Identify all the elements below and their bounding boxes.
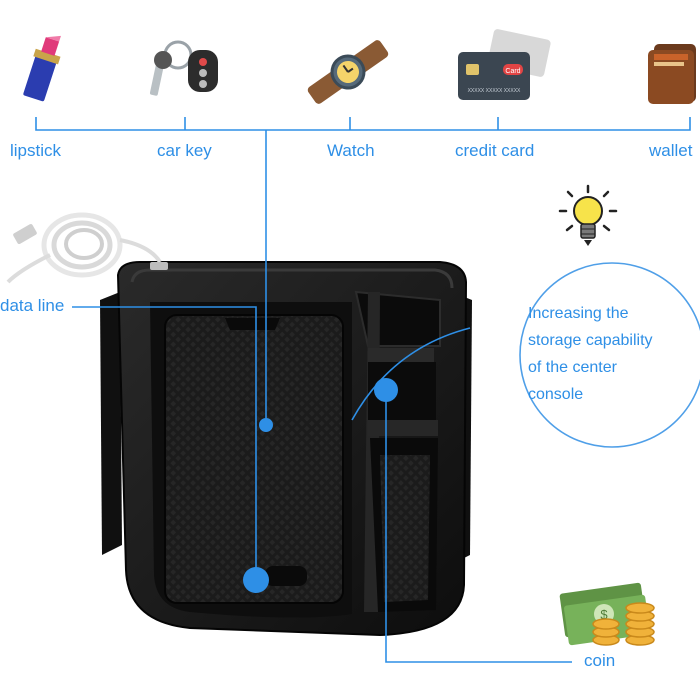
- console-tray: [100, 261, 472, 637]
- light-bulb-icon: [558, 184, 618, 246]
- rubber-mat: [164, 314, 344, 604]
- callout-text: Increasing the storage capability of the…: [528, 300, 698, 408]
- label-watch: Watch: [327, 141, 375, 160]
- car-key-icon: [149, 40, 218, 96]
- item-bracket-line: [35, 117, 691, 131]
- label-coin: coin: [584, 651, 616, 670]
- card-number-text: XXXXX XXXXX XXXXX: [468, 88, 521, 94]
- callout-connector: [351, 327, 471, 421]
- lipstick-icon: [23, 35, 61, 102]
- marker-dot-compartment: [374, 378, 398, 402]
- data-cable-icon: [6, 212, 168, 284]
- callout-line-2: storage capability: [528, 332, 653, 349]
- coin-connector: [385, 390, 572, 663]
- label-credit-card: credit card: [455, 141, 535, 160]
- data-line-connector: [72, 306, 257, 580]
- callout-line-3: of the center: [528, 359, 617, 376]
- callout-line-1: Increasing the: [528, 305, 629, 322]
- watch-icon: [307, 40, 389, 104]
- label-wallet: wallet: [649, 141, 693, 160]
- svg-text:$: $: [600, 607, 608, 622]
- wallet-icon: [648, 44, 696, 104]
- credit-card-icon: Card XXXXX XXXXX XXXXX: [458, 29, 551, 100]
- side-compartment: [354, 290, 441, 612]
- label-lipstick: lipstick: [10, 141, 62, 160]
- label-data-line: data line: [0, 296, 67, 316]
- connector-lines: [35, 117, 691, 663]
- label-car-key: car key: [157, 141, 212, 160]
- callout-circle: [519, 262, 700, 448]
- marker-dot-mat: [243, 567, 269, 593]
- callout-line-4: console: [528, 386, 584, 403]
- marker-dot-small: [259, 418, 273, 432]
- money-coins-icon: $: [559, 582, 655, 646]
- card-logo-text: Card: [505, 68, 520, 75]
